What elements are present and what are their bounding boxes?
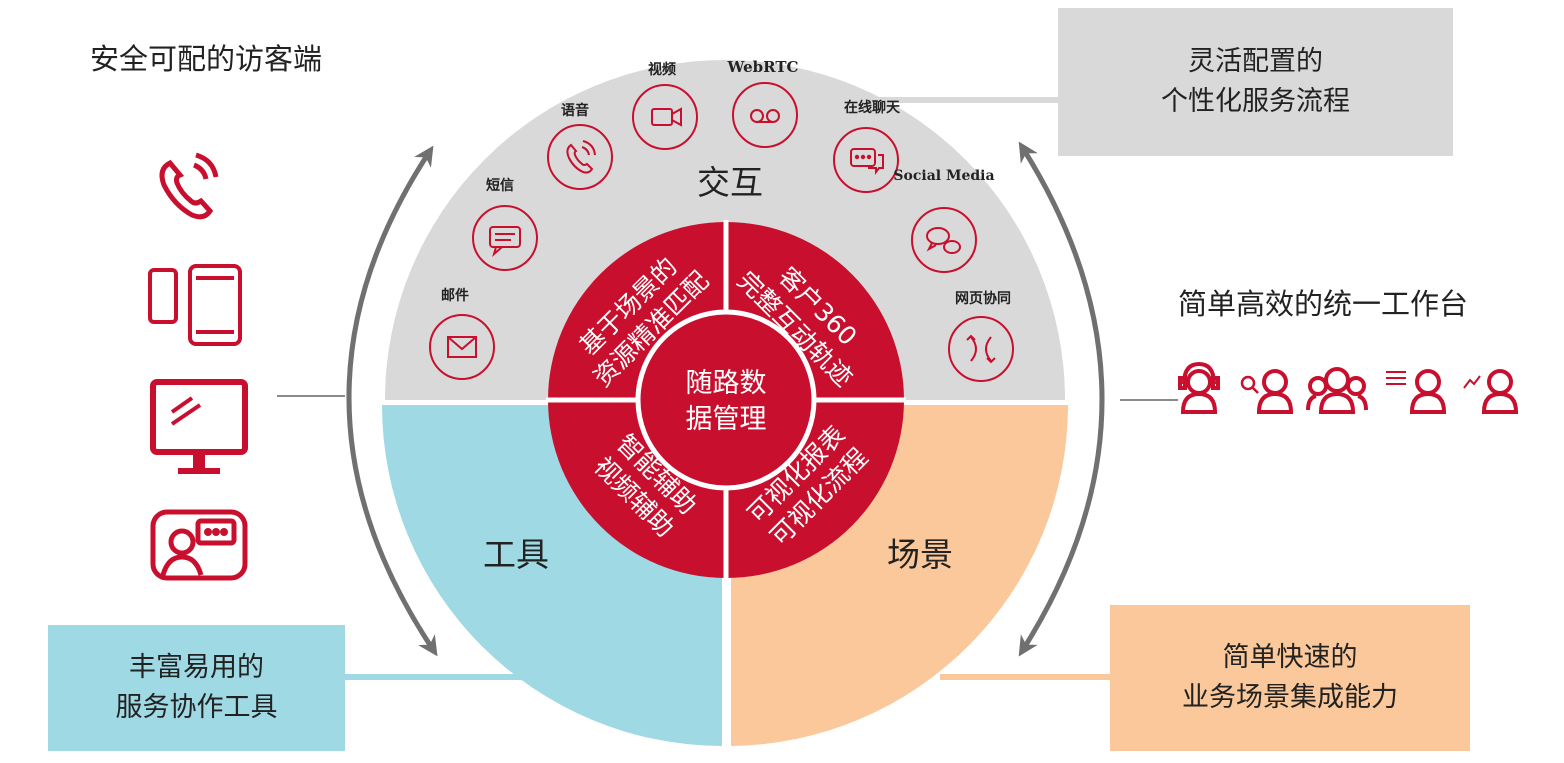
channel-label-video: 视频 [648, 61, 676, 78]
agent-search-icon [1240, 369, 1294, 414]
social-bubbles-icon [926, 227, 961, 254]
channel-video: 视频 [632, 61, 698, 150]
left-cycle-arrow [346, 145, 438, 657]
desktop-monitor-icon [150, 379, 248, 474]
channel-sms: 短信 [472, 177, 538, 271]
process-config-box: 灵活配置的 个性化服务流程 [1058, 8, 1453, 156]
channel-label-voice: 语音 [561, 102, 589, 119]
video-chat-icon [150, 509, 248, 581]
video-camera-icon [651, 107, 682, 127]
process-config-line2: 个性化服务流程 [1161, 86, 1350, 117]
center-label-line2: 据管理 [686, 404, 767, 435]
agent-team-icon [1306, 367, 1368, 414]
channel-label-social: Social Media [893, 168, 994, 184]
agent-headset-icon [1178, 361, 1220, 414]
channel-cobrowse: 网页协同 [948, 290, 1014, 382]
scenario-label: 场景 [887, 535, 953, 574]
channel-webrtc: WebRTC [727, 58, 799, 148]
channel-email: 邮件 [429, 287, 495, 380]
voice-call-icon [566, 140, 596, 174]
scenario-integration-box: 简单快速的 业务场景集成能力 [1110, 605, 1470, 751]
sms-icon [489, 226, 521, 257]
cobrowse-icon [966, 334, 996, 364]
process-config-line1: 灵活配置的 [1188, 46, 1323, 77]
right-cycle-arrow [1018, 141, 1105, 657]
collab-tools-box: 丰富易用的 服务协作工具 [48, 625, 345, 751]
channel-chat: 在线聊天 [833, 99, 901, 193]
agent-chart-icon [1463, 369, 1519, 414]
agent-list-icon [1386, 369, 1447, 414]
collab-tools-line1: 丰富易用的 [129, 652, 264, 683]
channel-label-sms: 短信 [486, 177, 514, 194]
center-label-line1: 随路数 [686, 368, 767, 399]
scenario-integration-line2: 业务场景集成能力 [1182, 682, 1398, 713]
workbench-title: 简单高效的统一工作台 [1178, 287, 1469, 321]
channel-label-cobrowse: 网页协同 [955, 290, 1011, 307]
channel-label-webrtc: WebRTC [727, 58, 799, 76]
center-circle [635, 309, 817, 491]
interaction-label: 交互 [697, 163, 763, 202]
channel-social: Social Media [893, 168, 995, 273]
voicemail-icon [750, 109, 780, 123]
visitor-side-title: 安全可配的访客端 [90, 42, 323, 76]
envelope-icon [447, 336, 477, 358]
tools-label: 工具 [483, 535, 549, 574]
scenario-integration-line1: 简单快速的 [1222, 642, 1358, 673]
phone-icon [159, 152, 219, 220]
channel-voice: 语音 [547, 102, 613, 190]
channel-label-email: 邮件 [441, 287, 469, 304]
chat-icon [850, 148, 884, 175]
collab-tools-line2: 服务协作工具 [115, 692, 278, 723]
channel-label-chat: 在线聊天 [844, 99, 901, 116]
mobile-tablet-icon [148, 264, 242, 346]
